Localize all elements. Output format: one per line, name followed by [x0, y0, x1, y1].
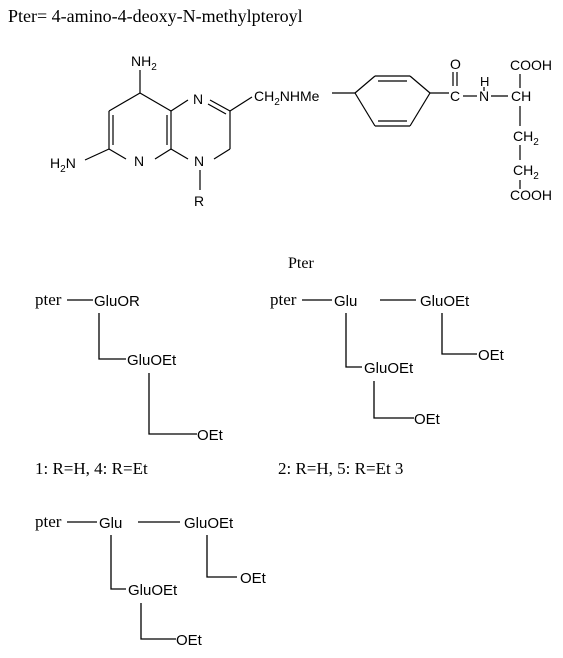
structure-label: Pter — [288, 255, 314, 272]
scheme-1-end: OEt — [197, 427, 224, 444]
scheme-3-top-right-end: OEt — [240, 570, 267, 587]
cooh-top: COOH — [510, 57, 552, 73]
scheme-3-glu: Glu — [99, 515, 122, 532]
cooh-bottom: COOH — [510, 187, 552, 203]
carbonyl-c: C — [450, 88, 460, 104]
svg-text:CH2: CH2 — [513, 162, 539, 182]
header-title: Pter= 4-amino-4-deoxy-N-methylpteroyl — [8, 6, 303, 26]
amide-h: H — [480, 74, 489, 89]
amide-n: N — [479, 88, 489, 104]
scheme-1-top: GluOR — [94, 293, 140, 310]
scheme-3-mid: GluOEt — [128, 582, 178, 599]
scheme-3-mid-end: OEt — [176, 632, 203, 649]
scheme-3-pter: pter — [35, 512, 62, 531]
scheme-3-top-right: GluOEt — [184, 515, 234, 532]
scheme-3: pter Glu GluOEt OEt GluOEt OEt — [35, 512, 267, 649]
ring-n-top: N — [193, 91, 203, 107]
scheme-1-caption: 1: R=H, 4: R=Et — [35, 459, 148, 478]
scheme-1-pter: pter — [35, 290, 62, 309]
scheme-2-top-right-end: OEt — [478, 347, 505, 364]
scheme-2-caption: 2: R=H, 5: R=Et 3 — [278, 459, 403, 478]
svg-text:CH2NHMe: CH2NHMe — [254, 88, 320, 108]
svg-text:CH2: CH2 — [513, 128, 539, 148]
substituent-r: R — [194, 193, 204, 209]
scheme-2-top-right: GluOEt — [420, 293, 470, 310]
svg-text:NH2: NH2 — [131, 53, 157, 73]
alpha-ch: CH — [511, 88, 531, 104]
scheme-2-glu: Glu — [334, 293, 357, 310]
scheme-1-mid: GluOEt — [127, 352, 177, 369]
pteroyl-structure: NH2 H2N N N N R CH2NHMe O C H N CH COOH … — [50, 53, 552, 209]
svg-text:H2N: H2N — [50, 155, 76, 175]
scheme-2-pter: pter — [270, 290, 297, 309]
scheme-2-mid: GluOEt — [364, 360, 414, 377]
scheme-1: pter GluOR GluOEt OEt 1: R=H, 4: R=Et — [35, 290, 224, 478]
ring-n-bottom-right: N — [194, 153, 204, 169]
carbonyl-o: O — [450, 56, 461, 72]
scheme-2-mid-end: OEt — [414, 411, 441, 428]
ring-n-bottom-left: N — [134, 153, 144, 169]
scheme-2: pter Glu GluOEt OEt GluOEt OEt 2: R=H, 5… — [270, 290, 505, 478]
